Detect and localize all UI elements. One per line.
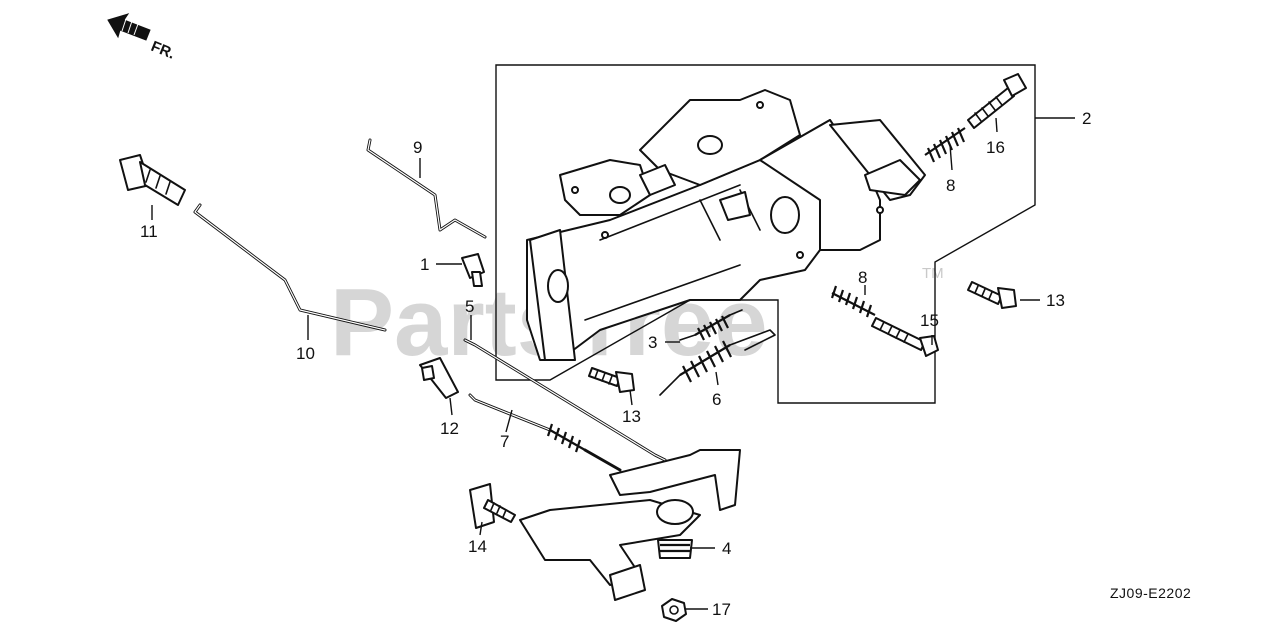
callout-4: 4: [722, 539, 731, 558]
part-13-bolt-right: [967, 281, 1017, 309]
drawing-code: ZJ09-E2202: [1110, 585, 1191, 601]
callout-7: 7: [500, 432, 509, 451]
front-direction-arrow-icon: [107, 13, 151, 41]
callout-11: 11: [140, 222, 158, 241]
part-8-spring-lower: [830, 285, 876, 318]
callout-9: 9: [413, 138, 422, 157]
callout-17: 17: [712, 600, 731, 619]
direction-marker: FR.: [149, 38, 178, 63]
part-9-rod: [366, 138, 487, 239]
callout-2: 2: [1082, 109, 1091, 128]
part-4-lever-assembly: [519, 449, 741, 601]
part-7-rod-spring: [468, 393, 622, 472]
callout-8-lower: 8: [858, 268, 867, 287]
part-5-rod: [463, 338, 667, 462]
part-16-bolt: [967, 73, 1027, 129]
part-14-bolt: [469, 483, 516, 529]
callout-15: 15: [920, 311, 939, 330]
part-3-spring: [679, 309, 743, 341]
part-13-bolt-center: [588, 367, 635, 393]
leader-lines: [151, 117, 1075, 610]
callout-5: 5: [465, 297, 474, 316]
callout-6: 6: [712, 390, 721, 409]
part-15-bolt: [871, 317, 939, 357]
callout-16: 16: [986, 138, 1005, 157]
part-6-spring: [659, 329, 776, 396]
callout-1: 1: [420, 255, 429, 274]
callout-14: 14: [468, 537, 487, 556]
callout-13-right: 13: [1046, 291, 1065, 310]
part-11-knob: [119, 154, 186, 206]
watermark-trademark: TM: [922, 265, 944, 282]
part-1-clip: [461, 253, 485, 287]
callout-8-upper: 8: [946, 176, 955, 195]
part-10-rod: [193, 203, 387, 332]
part-8-spring-upper: [924, 127, 966, 163]
callout-10: 10: [296, 344, 315, 363]
part-17-nut: [661, 598, 687, 622]
control-base-bracket: [526, 89, 926, 361]
callout-13-center: 13: [622, 407, 641, 426]
callout-12: 12: [440, 419, 459, 438]
part-12-clip: [419, 357, 459, 399]
callout-3: 3: [648, 333, 657, 352]
